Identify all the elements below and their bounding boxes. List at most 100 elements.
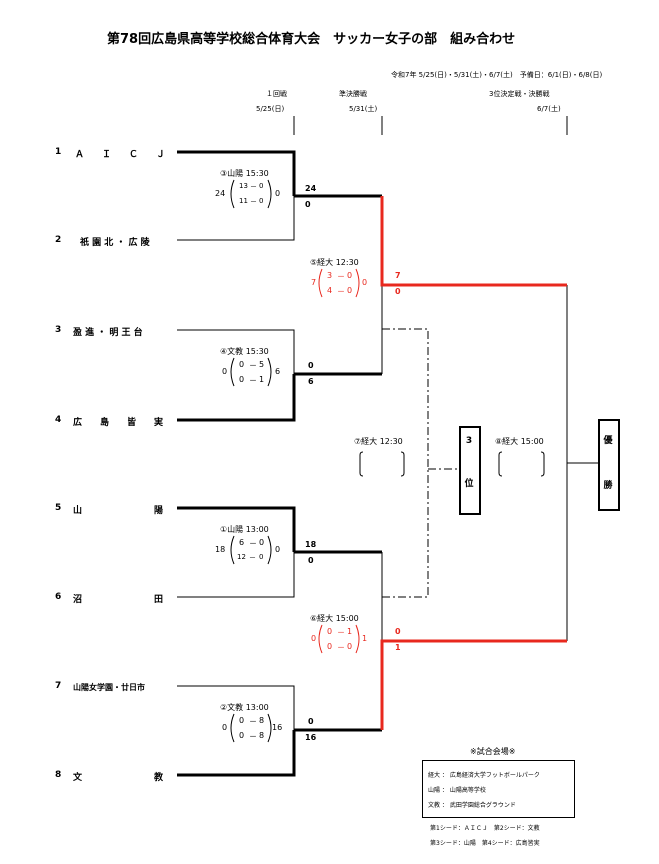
team-name: 沼 田 <box>73 595 164 605</box>
champion-text: 優 <box>603 436 613 446</box>
score-total-left: 7 <box>311 278 317 287</box>
dash: － <box>249 732 257 741</box>
final-label: 3位決定戦・決勝戦 <box>489 90 550 98</box>
advance-score: 1 <box>395 643 401 652</box>
team-number: 4 <box>55 415 62 425</box>
semifinal-label: 準決勝戦 <box>339 90 367 98</box>
team-number: 5 <box>55 503 62 513</box>
half-score: 0 <box>347 286 353 295</box>
dash: － <box>337 287 345 296</box>
advance-score: 0 <box>308 717 314 726</box>
third-place-text: 3 <box>465 436 473 446</box>
score-total-left: 0 <box>311 634 317 643</box>
venue-legend <box>422 760 575 818</box>
score-total-left: 0 <box>222 367 228 376</box>
score-total-right: 16 <box>272 723 283 732</box>
half-score: 0 <box>239 731 245 740</box>
half-score: 0 <box>259 553 264 561</box>
dates-line: 令和7年 5/25(日)・5/31(土)・6/7(土) 予備日：6/1(日)・6… <box>391 71 603 79</box>
half-score: 0 <box>259 197 264 205</box>
dash: － <box>249 376 257 385</box>
half-score: 0 <box>239 716 245 725</box>
team-name: 広 島 皆 実 <box>73 418 164 428</box>
match-info: ⑥経大 15:00 <box>310 614 359 623</box>
dash: － <box>250 183 257 191</box>
team-name: 文 教 <box>73 773 164 783</box>
half-score: 11 <box>239 197 248 205</box>
advance-score: 16 <box>305 733 317 742</box>
match-info: ③山陽 15:30 <box>220 169 269 178</box>
page-title: 第78回広島県高等学校総合体育大会 サッカー女子の部 組み合わせ <box>107 32 516 47</box>
dash: － <box>249 717 257 726</box>
match-info: ⑤経大 12:30 <box>310 258 359 267</box>
third-place-text: 位 <box>464 479 474 489</box>
advance-score: 0 <box>305 200 311 209</box>
seed-line: 第3シード：山陽 第4シード：広島皆実 <box>430 840 540 847</box>
match-info: ②文教 13:00 <box>220 703 269 712</box>
advance-score: 0 <box>395 627 401 636</box>
venue-item: 経大 ： 広島経済大学フットボールパーク <box>428 772 540 779</box>
half-score: 6 <box>239 538 245 547</box>
advance-score: 18 <box>305 540 317 549</box>
venue-item: 山陽 ： 山陽高等学校 <box>428 787 486 794</box>
advance-score: 24 <box>305 184 317 193</box>
match-info: ④文教 15:30 <box>220 347 269 356</box>
team-number: 3 <box>55 325 62 335</box>
score-total-right: 6 <box>275 367 281 376</box>
advance-score: 0 <box>308 361 314 370</box>
team-number: 6 <box>55 592 62 602</box>
venue-item: 文教 ： 武田学園総合グラウンド <box>428 802 516 809</box>
team-name: 祇 園 北 ・ 広 陵 <box>80 238 150 248</box>
half-score: 0 <box>239 360 245 369</box>
champion-text: 勝 <box>603 481 613 491</box>
half-score: 0 <box>239 375 245 384</box>
team-name: Ａ Ｉ Ｃ Ｊ <box>75 150 166 160</box>
half-score: 4 <box>327 286 333 295</box>
match-info: ⑦経大 12:30 <box>354 437 403 446</box>
dash: － <box>337 628 345 637</box>
semifinal-date: 5/31(土) <box>349 105 378 113</box>
half-score: 0 <box>259 182 264 190</box>
half-score: 0 <box>259 538 265 547</box>
seed-line: 第1シード：ＡＩＣＪ 第2シード：文教 <box>430 825 540 832</box>
match-info: ①山陽 13:00 <box>220 525 269 534</box>
team-number: 7 <box>55 681 62 691</box>
advance-score: 0 <box>395 287 401 296</box>
half-score: 0 <box>327 627 333 636</box>
score-total-right: 0 <box>275 545 281 554</box>
score-total-left: 0 <box>222 723 228 732</box>
team-name: 盈 進 ・ 明 王 台 <box>73 328 143 338</box>
half-score: 5 <box>259 360 265 369</box>
score-total-right: 0 <box>362 278 368 287</box>
half-score: 1 <box>259 375 265 384</box>
half-score: 8 <box>259 716 265 725</box>
dash: － <box>249 361 257 370</box>
half-score: 8 <box>259 731 265 740</box>
advance-score: 7 <box>395 271 401 280</box>
round1-label: １回戦 <box>266 90 287 98</box>
score-total-left: 18 <box>215 545 226 554</box>
advance-score: 0 <box>308 556 314 565</box>
dash: － <box>337 272 345 281</box>
dash: － <box>250 198 257 206</box>
half-score: 1 <box>347 627 353 636</box>
half-score: 12 <box>237 553 246 561</box>
team-name: 山陽女学園・廿日市 <box>73 683 145 692</box>
team-number: 1 <box>55 147 62 157</box>
final-date: 6/7(土) <box>537 105 561 113</box>
champion-box <box>598 419 620 511</box>
dash: － <box>249 539 257 548</box>
advance-score: 6 <box>308 377 314 386</box>
venue-heading: ※試合会場※ <box>470 747 516 756</box>
score-total-right: 0 <box>275 189 281 198</box>
dash: － <box>337 643 345 652</box>
half-score: 0 <box>347 271 353 280</box>
team-number: 8 <box>55 770 62 780</box>
score-total-right: 1 <box>362 634 368 643</box>
match-info: ⑧経大 15:00 <box>495 437 544 446</box>
round1-date: 5/25(日) <box>256 105 285 113</box>
team-number: 2 <box>55 235 62 245</box>
half-score: 0 <box>347 642 353 651</box>
dash: － <box>249 554 256 562</box>
